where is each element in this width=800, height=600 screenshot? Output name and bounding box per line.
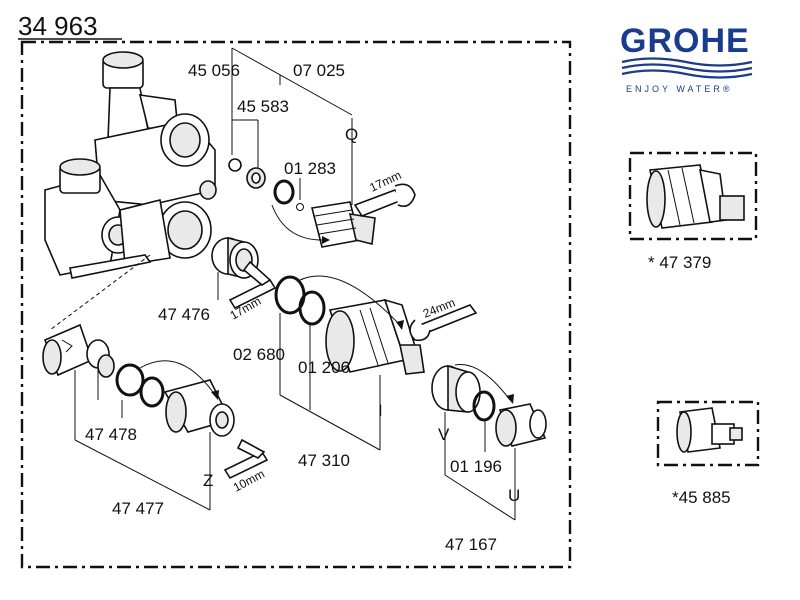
wave-icon xyxy=(621,57,753,67)
leader-lines xyxy=(74,47,516,521)
main-frame xyxy=(20,40,572,569)
o-ring xyxy=(273,179,295,205)
spline-adapter xyxy=(97,354,115,378)
cartridge-z xyxy=(163,379,235,437)
part-label-45056: 45 056 xyxy=(188,61,240,80)
o-ring-01206 xyxy=(298,290,326,326)
motion-arrow-icon xyxy=(271,204,323,241)
upper-cartridge xyxy=(311,201,376,248)
cartridge-47310 xyxy=(325,298,425,375)
part-label-47478: 47 478 xyxy=(85,425,137,444)
plug-part xyxy=(228,158,242,172)
part-label-45885: *45 885 xyxy=(672,488,731,507)
letter-u: U xyxy=(508,486,520,505)
grohe-logo: GROHE ENJOY WATER® xyxy=(620,22,753,94)
motion-arrow-icon xyxy=(454,363,511,401)
brand-name: GROHE xyxy=(620,22,750,60)
inset-frame-47379 xyxy=(628,151,758,241)
arrow-icon xyxy=(61,339,73,353)
o-ring-lower-2 xyxy=(139,376,165,408)
motion-arrow-icon xyxy=(139,360,216,396)
brand-tagline: ENJOY WATER® xyxy=(626,84,732,94)
inset-cartridge-47379 xyxy=(646,164,745,229)
letter-i: I xyxy=(378,401,383,420)
part-label-47167: 47 167 xyxy=(445,535,497,554)
hex-key-icon xyxy=(228,260,277,310)
letter-q: Q xyxy=(345,125,358,144)
inset-cartridge-45885 xyxy=(676,407,743,453)
small-o-ring xyxy=(296,203,304,211)
part-label-01283: 01 283 xyxy=(284,159,336,178)
handle-cap xyxy=(42,323,93,377)
part-label-02680: 02 680 xyxy=(233,345,285,364)
part-label-45583: 45 583 xyxy=(237,97,289,116)
wrench-icon xyxy=(353,183,416,217)
letter-z: Z xyxy=(203,471,213,490)
part-label-01206: 01 206 xyxy=(298,358,350,377)
wave-icon xyxy=(621,63,753,73)
part-label-01196: 01 196 xyxy=(450,457,502,476)
part-label-47379: * 47 379 xyxy=(648,253,711,272)
wrench-icon xyxy=(409,304,478,342)
nut-47476 xyxy=(211,236,259,280)
hex-key-icon xyxy=(223,438,269,480)
diagram-title: 34 963 xyxy=(18,11,98,41)
valve-body xyxy=(44,51,217,279)
o-ring-01196 xyxy=(472,390,496,422)
part-label-47477: 47 477 xyxy=(112,499,164,518)
part-label-47310: 47 310 xyxy=(298,451,350,470)
part-label-07025: 07 025 xyxy=(293,61,345,80)
motion-arrow-icon xyxy=(299,275,401,326)
cartridge-u xyxy=(495,403,547,447)
wave-icon xyxy=(621,69,753,79)
o-ring-lower xyxy=(115,363,145,397)
part-label-47476: 47 476 xyxy=(158,305,210,324)
letter-v: V xyxy=(438,425,450,444)
